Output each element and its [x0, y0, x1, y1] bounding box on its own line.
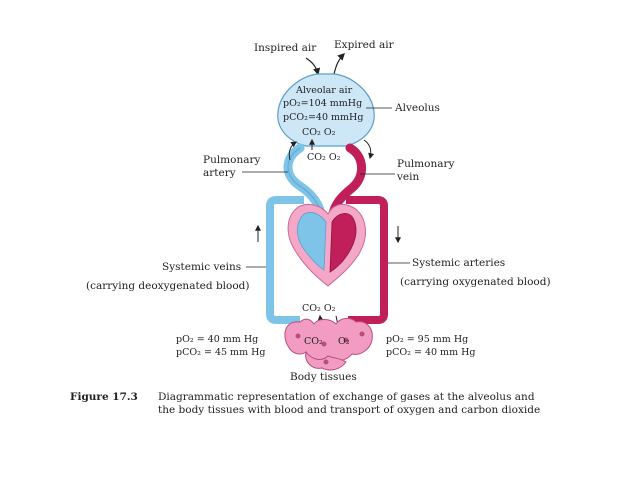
alveolus-gas-label: CO₂ O₂	[302, 127, 336, 138]
systemic-arteries-note: (carrying oxygenated blood)	[400, 276, 551, 288]
expired-air-arrow	[333, 52, 346, 75]
tissue-gas-top-label: CO₂ O₂	[302, 303, 336, 314]
left-po2-label: pO₂ = 40 mm Hg	[176, 334, 258, 345]
pulmonary-artery-label-1: Pulmonary	[203, 154, 261, 166]
right-pco2-label: pCO₂ = 40 mm Hg	[386, 347, 475, 358]
inspired-air-label: Inspired air	[254, 42, 317, 54]
systemic-veins-label: Systemic veins	[162, 261, 241, 273]
alveolus-label: Alveolus	[394, 102, 440, 114]
heart-left-side	[329, 213, 357, 273]
systemic-veins-vessel	[266, 196, 304, 324]
right-po2-label: pO₂ = 95 mm Hg	[386, 334, 468, 345]
alveolar-pco2-label: pCO₂=40 mmHg	[283, 112, 363, 123]
body-tissues-label: Body tissues	[290, 371, 357, 383]
heart-right-side	[297, 212, 327, 271]
pulmonary-artery-label-2: artery	[203, 167, 236, 179]
inspired-air-arrow	[305, 57, 321, 76]
co2-release-arrow	[288, 141, 297, 161]
systemic-arteries-label: Systemic arteries	[412, 257, 505, 269]
alveolar-po2-label: pO₂=104 mmHg	[283, 98, 362, 109]
left-pco2-label: pCO₂ = 45 mm Hg	[176, 347, 265, 358]
expired-air-label: Expired air	[334, 39, 395, 51]
caption-line-2: the body tissues with blood and transpor…	[158, 404, 540, 416]
pulmonary-vein-label-1: Pulmonary	[397, 158, 455, 170]
body-tissues-cells	[284, 317, 373, 371]
tissue-co2-label: CO₂	[304, 336, 323, 347]
heart-outer	[287, 203, 366, 287]
systemic-veins-note: (carrying deoxygenated blood)	[86, 280, 250, 292]
pulmonary-vein-label-2: vein	[396, 171, 420, 183]
tissue-o2-label: O₂	[338, 336, 350, 347]
systemic-arteries-vessel	[346, 196, 388, 324]
o2-in-arrow	[363, 139, 375, 160]
caption-line-1: Diagrammatic representation of exchange …	[158, 391, 535, 403]
pulmonary-gas-label: CO₂ O₂	[307, 152, 341, 163]
figure-number: Figure 17.3	[70, 391, 138, 403]
alveolar-air-label: Alveolar air	[295, 85, 353, 96]
